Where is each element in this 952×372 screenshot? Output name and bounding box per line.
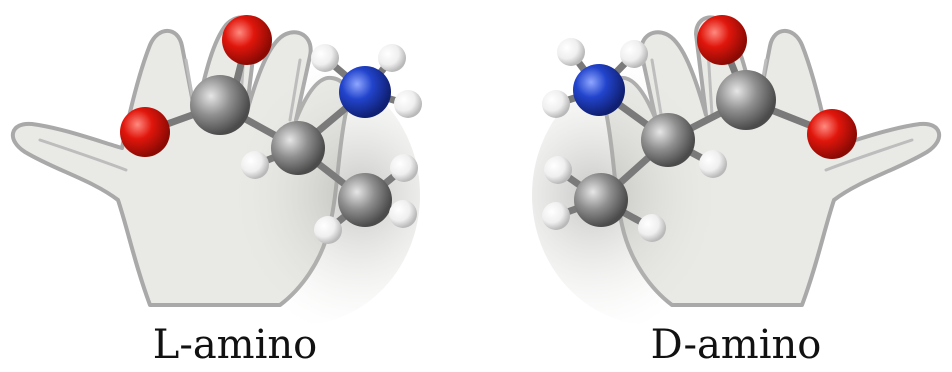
left-hand-molecule-illustration [11, 15, 422, 325]
hydrogen-atom [557, 38, 585, 66]
methyl-carbon-atom [338, 173, 392, 227]
oxygen-atom [697, 15, 747, 65]
hydrogen-atom [378, 44, 406, 72]
d-amino-label: D-amino [650, 322, 822, 368]
right-panel: D-amino [476, 0, 952, 372]
carboxyl-carbon-atom [190, 75, 250, 135]
nitrogen-atom [339, 66, 391, 118]
carboxyl-carbon-atom [716, 70, 776, 130]
hydrogen-atom [394, 90, 422, 118]
right-molecule-atoms [542, 15, 857, 242]
alpha-carbon-atom [271, 121, 325, 175]
hydrogen-atom [542, 202, 570, 230]
hydrogen-atom [699, 150, 727, 178]
hydrogen-atom [241, 151, 269, 179]
oxygen-atom [120, 107, 170, 157]
hydrogen-atom [389, 200, 417, 228]
oxygen-atom [222, 15, 272, 65]
left-panel: L-amino [11, 15, 422, 368]
right-hand-molecule-illustration [532, 15, 941, 325]
hydrogen-atom [311, 44, 339, 72]
alpha-carbon-atom [641, 113, 695, 167]
hydrogen-atom [314, 216, 342, 244]
l-amino-label: L-amino [152, 322, 318, 368]
hydrogen-atom [544, 156, 572, 184]
left-molecule-atoms [120, 15, 422, 244]
hydrogen-atom [638, 214, 666, 242]
oxygen-atom [807, 109, 857, 159]
methyl-carbon-atom [574, 173, 628, 227]
nitrogen-atom [573, 64, 625, 116]
hydrogen-atom [390, 154, 418, 182]
hydrogen-atom [620, 40, 648, 68]
hydrogen-atom [542, 90, 570, 118]
